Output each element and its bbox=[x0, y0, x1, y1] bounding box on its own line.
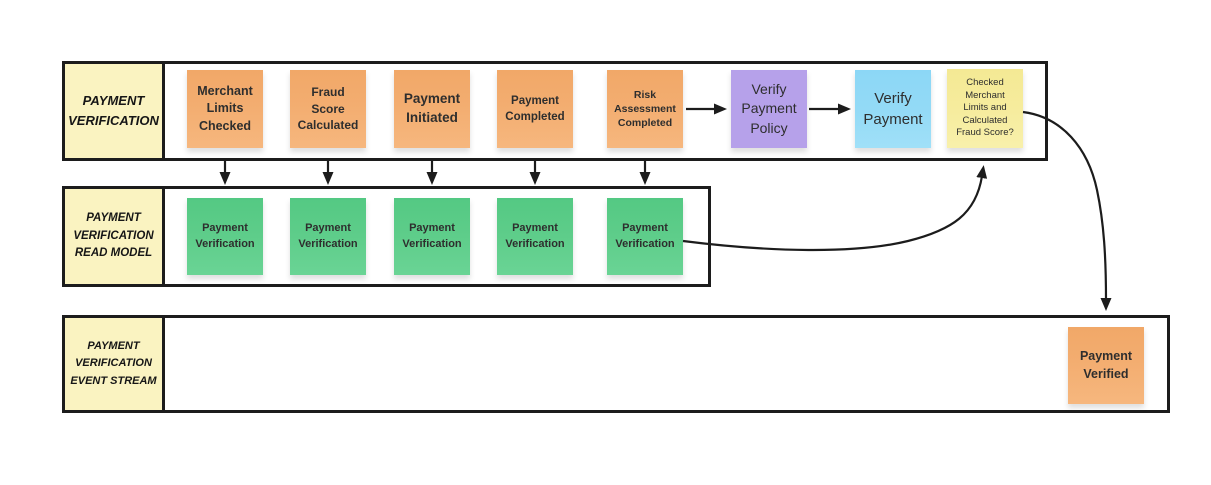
event-sticky-payment-initiated[interactable]: Payment Initiated bbox=[394, 70, 470, 148]
lane-label-payment-verification[interactable]: PAYMENT VERIFICATION bbox=[62, 61, 165, 161]
lane-label-event-stream[interactable]: PAYMENT VERIFICATION EVENT STREAM bbox=[62, 315, 165, 413]
read-model-sticky-payment-verification-3[interactable]: Payment Verification bbox=[394, 198, 470, 275]
event-sticky-merchant-limits-checked[interactable]: Merchant Limits Checked bbox=[187, 70, 263, 148]
lane-label-read-model[interactable]: PAYMENT VERIFICATION READ MODEL bbox=[62, 186, 165, 287]
question-sticky-checked-limits-fraud-score[interactable]: Checked Merchant Limits and Calculated F… bbox=[947, 69, 1023, 148]
read-model-sticky-payment-verification-4[interactable]: Payment Verification bbox=[497, 198, 573, 275]
event-sticky-payment-completed[interactable]: Payment Completed bbox=[497, 70, 573, 148]
event-sticky-fraud-score-calculated[interactable]: Fraud Score Calculated bbox=[290, 70, 366, 148]
read-model-sticky-payment-verification-1[interactable]: Payment Verification bbox=[187, 198, 263, 275]
read-model-sticky-payment-verification-5[interactable]: Payment Verification bbox=[607, 198, 683, 275]
command-sticky-verify-payment[interactable]: Verify Payment bbox=[855, 70, 931, 148]
event-sticky-risk-assessment-completed[interactable]: Risk Assessment Completed bbox=[607, 70, 683, 148]
lane-payment-verification-event-stream: PAYMENT VERIFICATION EVENT STREAM bbox=[62, 315, 1170, 413]
read-model-sticky-payment-verification-2[interactable]: Payment Verification bbox=[290, 198, 366, 275]
lane-payment-verification-read-model: PAYMENT VERIFICATION READ MODEL bbox=[62, 186, 711, 287]
policy-sticky-verify-payment-policy[interactable]: Verify Payment Policy bbox=[731, 70, 807, 148]
arrow-readmodel-to-question bbox=[682, 165, 988, 252]
stream-sticky-payment-verified[interactable]: Payment Verified bbox=[1068, 327, 1144, 404]
